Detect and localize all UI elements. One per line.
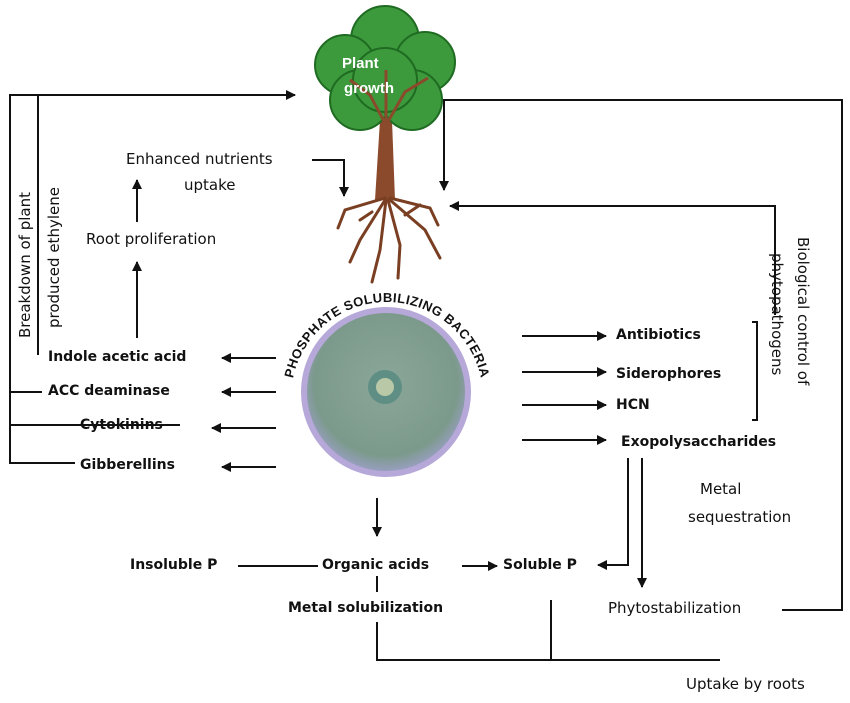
exopolysaccharides-label: Exopolysaccharides (621, 434, 777, 450)
cytokinins-label: Cytokinins (80, 417, 163, 433)
enhanced-nutrients-line1: Enhanced nutrients (126, 150, 273, 168)
hcn-label: HCN (616, 397, 650, 413)
biocontrol-label-line2: phytopathogens (768, 253, 786, 376)
plant-growth-label-line2: growth (344, 80, 394, 97)
ethylene-label-line2: produced ethylene (45, 187, 63, 328)
insoluble-p-label: Insoluble P (130, 557, 218, 573)
metal-solubilization-label: Metal solubilization (288, 600, 444, 616)
ethylene-label-line1: Breakdown of plant (16, 192, 34, 338)
acc-deaminase-label: ACC deaminase (48, 383, 170, 399)
plant-growth-label-line1: Plant (342, 55, 379, 72)
metal-sequestration-line2: sequestration (688, 508, 792, 526)
biocontrol-label-line1: Biological control of (794, 237, 812, 386)
petri-dish-icon (301, 307, 471, 477)
iaa-label: Indole acetic acid (48, 349, 187, 365)
gibberellins-label: Gibberellins (80, 457, 175, 473)
soluble-p-label: Soluble P (503, 557, 577, 573)
root-proliferation-label: Root proliferation (86, 230, 217, 248)
uptake-by-roots-label: Uptake by roots (686, 675, 805, 693)
antibiotics-label: Antibiotics (616, 327, 701, 343)
phytostabilization-label: Phytostabilization (608, 599, 742, 617)
enhanced-nutrients-line2: uptake (184, 176, 236, 194)
metal-sequestration-line1: Metal (700, 480, 742, 498)
organic-acids-label: Organic acids (322, 557, 430, 573)
siderophores-label: Siderophores (616, 366, 722, 382)
tree-icon (314, 5, 456, 284)
